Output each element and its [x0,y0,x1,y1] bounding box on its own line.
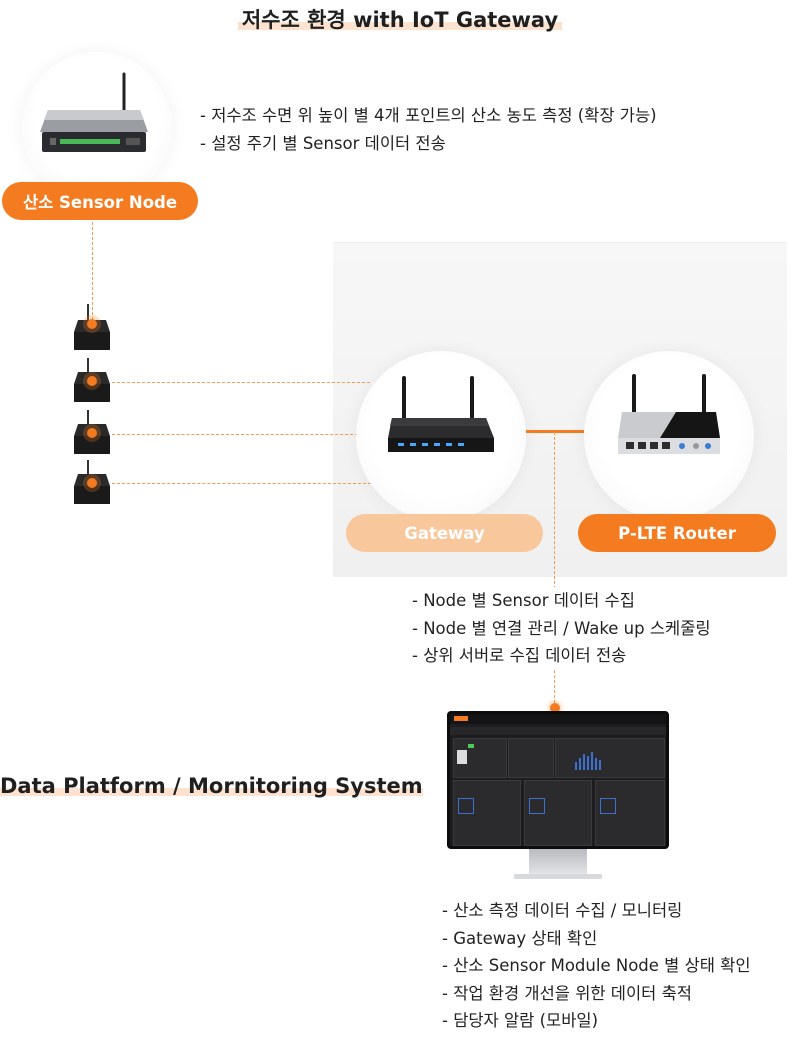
dashboard-topbar [450,714,666,724]
dashboard-gauge [600,798,616,814]
connector-line [554,432,555,708]
platform-title-text: Data Platform / Mornitoring System [0,774,423,798]
platform-bullet: - 산소 Sensor Module Node 별 상태 확인 [442,956,751,975]
dashboard-filter-bar [450,727,666,735]
platform-bullet: - 작업 환경 개선을 위한 데이터 축적 [442,983,692,1003]
platform-bullet: - 산소 측정 데이터 수집 / 모니터링 [442,901,683,920]
gateway-bullet: - Node 별 연결 관리 / Wake up 스케줄링 [412,618,711,638]
platform-title: Data Platform / Mornitoring System [0,774,423,798]
connector-line [92,222,93,320]
connector-line [112,483,376,484]
monitor-connection-dot [550,703,560,713]
dashboard-gauge [458,798,474,814]
gateway-router-link [526,430,584,433]
sensor-node-bullets: - 저수조 수면 위 높이 별 4개 포인트의 산소 농도 측정 (확장 가능)… [200,102,657,157]
dashboard-bar [583,754,585,770]
connector-line [112,382,370,383]
sensor-probe-icon [74,304,110,350]
dashboard-chart-panel [555,738,665,778]
gateway-router-icon [388,376,494,452]
sensor-probe-icon [74,410,110,454]
dashboard-bar [575,762,577,770]
connector-line [112,434,358,435]
dashboard-bar [587,756,589,770]
sensor-node-bullet: - 설정 주기 별 Sensor 데이터 전송 [200,133,446,153]
dashboard-status-badge [468,744,474,748]
gateway-bullet: - 상위 서버로 수집 데이터 전송 [412,646,627,665]
sensor-node-label: 산소 Sensor Node [2,182,198,220]
dashboard-gauge [529,798,545,814]
platform-bullets: - 산소 측정 데이터 수집 / 모니터링 - Gateway 상태 확인 - … [442,897,751,1035]
sensor-probe-icon [74,460,110,504]
dashboard-bar [579,758,581,770]
page-title-text: 저수조 환경 with IoT Gateway [237,8,563,32]
sensor-node-device-icon [40,72,148,152]
dashboard-panel [508,738,554,778]
gateway-label: Gateway [346,514,543,552]
dashboard-bar [591,752,593,770]
dashboard-device-thumb [457,750,467,764]
lte-router-icon [618,374,720,454]
gateway-bullets: - Node 별 Sensor 데이터 수집 - Node 별 연결 관리 / … [412,587,715,670]
monitor-icon [447,711,669,849]
dashboard-bar [599,760,601,770]
platform-bullet: - 담당자 알람 (모바일) [442,1011,599,1030]
dashboard-bar [595,758,597,770]
page-title: 저수조 환경 with IoT Gateway [0,4,800,34]
gateway-bullet: - Node 별 Sensor 데이터 수집 [412,591,635,610]
monitor-stand [529,849,587,877]
monitor-base [514,874,602,879]
sensor-probe-icon [74,358,110,402]
dashboard-logo [454,716,468,721]
router-label: P-LTE Router [578,514,776,552]
sensor-node-bullet: - 저수조 수면 위 높이 별 4개 포인트의 산소 농도 측정 (확장 가능) [200,106,657,125]
platform-bullet: - Gateway 상태 확인 [442,928,598,948]
